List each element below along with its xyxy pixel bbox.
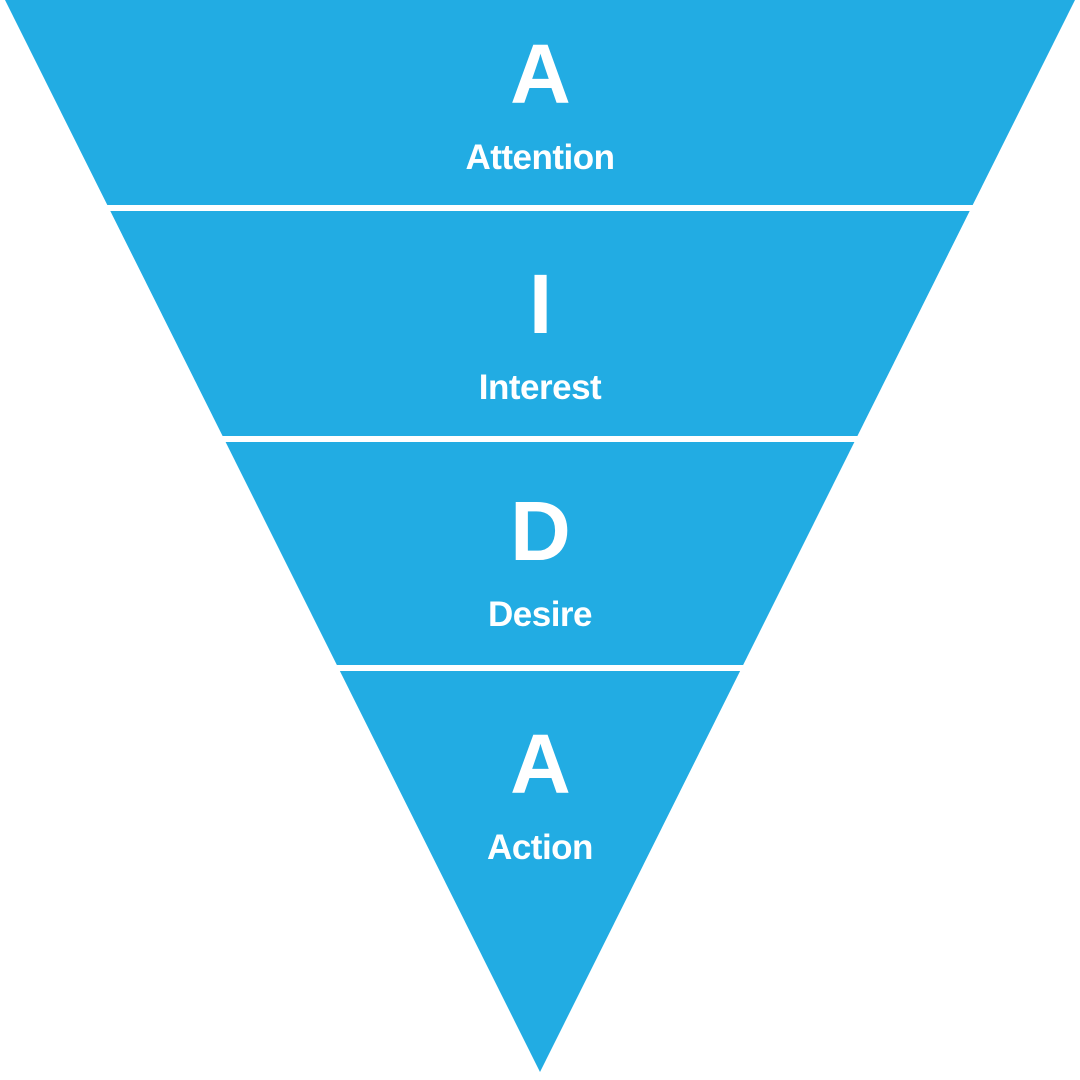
funnel-band-action[interactable]: [339, 671, 741, 1072]
funnel-band-attention[interactable]: [5, 0, 1075, 205]
funnel-bands-group: [5, 0, 1075, 1072]
funnel-band-interest[interactable]: [110, 211, 970, 436]
funnel-band-desire[interactable]: [225, 442, 855, 665]
